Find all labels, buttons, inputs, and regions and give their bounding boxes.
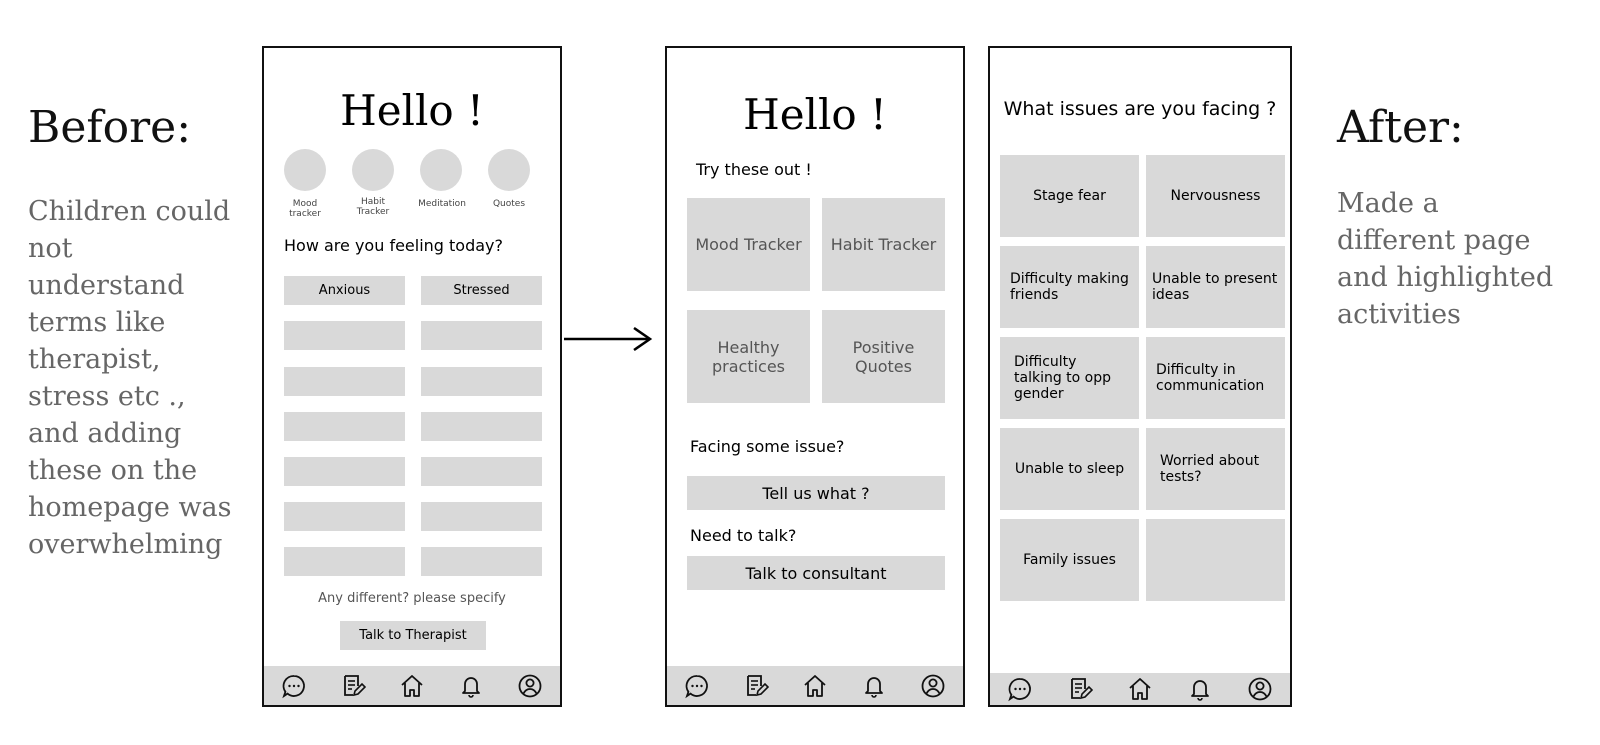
issue-option[interactable]: Stage fear: [1000, 155, 1139, 237]
after-line: activities: [1337, 299, 1461, 330]
after-line: Made a: [1337, 188, 1439, 219]
issue-option[interactable]: Unable to sleep: [1000, 428, 1139, 510]
page-title: Hello !: [340, 86, 484, 135]
bell-icon[interactable]: [457, 672, 485, 700]
before-heading: Before:: [28, 102, 192, 153]
quotes-shortcut[interactable]: [488, 149, 530, 191]
habit-tracker-shortcut[interactable]: [352, 149, 394, 191]
before-line: and adding: [28, 418, 182, 449]
journal-icon[interactable]: [339, 672, 367, 700]
issue-option[interactable]: Nervousness: [1146, 155, 1285, 237]
before-line: homepage was: [28, 492, 232, 523]
bell-icon[interactable]: [860, 672, 888, 700]
issue-option[interactable]: Difficulty talking to opp gender: [1000, 337, 1139, 419]
before-line: not: [28, 233, 73, 264]
feeling-option[interactable]: [284, 367, 405, 396]
profile-icon[interactable]: [919, 672, 947, 700]
bottom-nav: [667, 666, 963, 705]
feeling-option[interactable]: [421, 321, 542, 350]
journal-icon[interactable]: [1066, 675, 1094, 703]
issue-option[interactable]: Worried about tests?: [1146, 428, 1285, 510]
journal-icon[interactable]: [742, 672, 770, 700]
before-line: terms like: [28, 307, 166, 338]
shortcut-label: Meditation: [418, 199, 466, 209]
issues-screen: What issues are you facing ? Stage fear …: [988, 46, 1292, 707]
feeling-option[interactable]: Anxious: [284, 276, 405, 305]
profile-icon[interactable]: [516, 672, 544, 700]
feeling-option[interactable]: [284, 502, 405, 531]
after-line: different page: [1337, 225, 1531, 256]
issue-option[interactable]: Unable to present ideas: [1146, 246, 1285, 328]
issue-option[interactable]: Difficulty in communication: [1146, 337, 1285, 419]
after-line: and highlighted: [1337, 262, 1554, 293]
issues-title: What issues are you facing ?: [1003, 98, 1277, 120]
mood-tracker-shortcut[interactable]: [284, 149, 326, 191]
page-title: Hello !: [743, 90, 887, 139]
talk-to-therapist-button[interactable]: Talk to Therapist: [340, 621, 486, 650]
habit-tracker-tile[interactable]: Habit Tracker: [822, 198, 945, 291]
chat-icon[interactable]: [683, 672, 711, 700]
talk-prompt: Need to talk?: [690, 526, 797, 545]
before-phone-screen: Hello ! Mood tracker Habit Tracker Medit…: [262, 46, 562, 707]
healthy-practices-tile[interactable]: Healthy practices: [687, 310, 810, 403]
shortcut-label: Habit Tracker: [356, 197, 390, 217]
feeling-option[interactable]: [284, 457, 405, 486]
arrow-right-icon: [564, 326, 653, 352]
before-line: these on the: [28, 455, 198, 486]
other-feeling-prompt[interactable]: Any different? please specify: [318, 591, 506, 606]
issue-option[interactable]: Difficulty making friends: [1000, 246, 1139, 328]
meditation-shortcut[interactable]: [420, 149, 462, 191]
feeling-option[interactable]: [421, 457, 542, 486]
before-line: therapist,: [28, 344, 161, 375]
before-line: stress etc .,: [28, 381, 186, 412]
feeling-option[interactable]: [421, 367, 542, 396]
issue-option[interactable]: Family issues: [1000, 519, 1139, 601]
bottom-nav: [990, 673, 1290, 705]
after-description: Made a different page and highlighted ac…: [1337, 185, 1587, 333]
feeling-option[interactable]: [284, 547, 405, 576]
bottom-nav: [264, 666, 560, 705]
feeling-question: How are you feeling today?: [284, 236, 504, 255]
chat-icon[interactable]: [280, 672, 308, 700]
chat-icon[interactable]: [1006, 675, 1034, 703]
positive-quotes-tile[interactable]: Positive Quotes: [822, 310, 945, 403]
shortcut-label: Mood tracker: [289, 199, 321, 219]
home-icon[interactable]: [801, 672, 829, 700]
feeling-option[interactable]: [421, 412, 542, 441]
before-line: overwhelming: [28, 529, 223, 560]
issue-option[interactable]: [1146, 519, 1285, 601]
talk-to-consultant-button[interactable]: Talk to consultant: [687, 556, 945, 590]
feeling-option[interactable]: Stressed: [421, 276, 542, 305]
feeling-option[interactable]: [421, 547, 542, 576]
profile-icon[interactable]: [1246, 675, 1274, 703]
bell-icon[interactable]: [1186, 675, 1214, 703]
try-these-label: Try these out !: [696, 160, 812, 179]
home-icon[interactable]: [398, 672, 426, 700]
before-description: Children could not understand terms like…: [28, 193, 248, 563]
feeling-option[interactable]: [284, 321, 405, 350]
shortcut-label: Quotes: [492, 199, 526, 209]
before-line: understand: [28, 270, 185, 301]
issue-prompt: Facing some issue?: [690, 437, 845, 456]
tell-us-what-button[interactable]: Tell us what ?: [687, 476, 945, 510]
home-icon[interactable]: [1126, 675, 1154, 703]
feeling-option[interactable]: [284, 412, 405, 441]
mood-tracker-tile[interactable]: Mood Tracker: [687, 198, 810, 291]
before-line: Children could: [28, 196, 231, 227]
after-home-screen: Hello ! Try these out ! Mood Tracker Hab…: [665, 46, 965, 707]
after-heading: After:: [1337, 102, 1464, 153]
feeling-option[interactable]: [421, 502, 542, 531]
